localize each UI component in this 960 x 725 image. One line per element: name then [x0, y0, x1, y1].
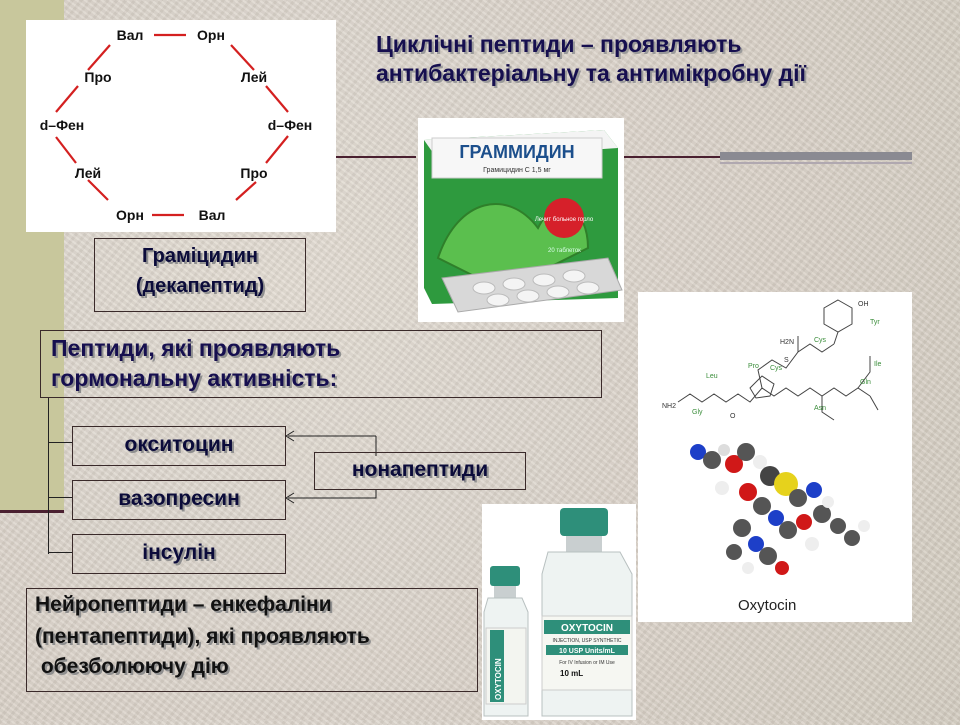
oxytocin-structure-figure: OH Tyr Cys Ile Cys Pro Leu Gly Gln Asn N… — [638, 292, 912, 622]
neuropeptide-box: Нейропептиди – енкефаліни (пентапептиди)… — [26, 588, 478, 692]
structure-label: Cys — [814, 337, 827, 344]
residue-label: Вал — [117, 27, 144, 43]
structure-label: Leu — [706, 373, 718, 380]
vials-illustration: OXYTOCIN INJECTION, USP SYNTHETIC 10 USP… — [483, 508, 633, 717]
nonapeptide-bracket — [285, 430, 377, 504]
vasopressin-item-box: вазопресин — [72, 480, 286, 520]
cyclic-peptides-headline: Циклічні пептиди – проявляють антибактер… — [376, 31, 806, 86]
insulin-label: інсулін — [142, 541, 216, 564]
atom-label: H2N — [780, 339, 794, 346]
gramicidin-caption-line-2: (декапептид) — [135, 275, 265, 297]
gramicidin-caption-box: Граміцидин (декапептид) — [94, 238, 306, 312]
package-count-text: 20 таблеток — [548, 248, 581, 254]
cyclic-peptide-diagram: Вал Орн Лей d–Фен Про Вал Орн Лей d–Фен … — [40, 27, 313, 223]
hormone-heading-line-2: гормональну активність: — [51, 365, 338, 391]
structure-label: OH — [858, 301, 869, 308]
structure-label: Asn — [814, 405, 826, 412]
gramidin-box-illustration: ГРАММИДИН Грамицидин С 1,5 мг Лечит боль… — [424, 130, 623, 313]
hormone-peptides-heading-box: Пептиди, які проявляють гормональну акти… — [40, 330, 602, 398]
package-badge-text: Лечит больное горло — [535, 217, 594, 223]
residue-label: Орн — [116, 207, 144, 223]
residue-label: Орн — [197, 27, 225, 43]
large-vial-units: 10 USP Units/mL — [559, 648, 616, 655]
oxytocin-molecule-illustration: OH Tyr Cys Ile Cys Pro Leu Gly Gln Asn N… — [662, 299, 882, 614]
oxytocin-label: окситоцин — [124, 433, 234, 456]
large-vial-route: For IV Infusion or IM Use — [559, 660, 615, 666]
oxytocin-item-box: окситоцин — [72, 426, 286, 466]
neuropeptide-line-2: (пентапептиди), які проявляють — [35, 625, 370, 648]
nonapeptide-box: нонапептиди — [314, 452, 526, 490]
small-vial-label: OXYTOCIN — [494, 658, 503, 700]
residue-label: Лей — [75, 165, 101, 181]
structure-label: Ile — [874, 361, 882, 368]
package-brand-text: ГРАММИДИН — [459, 142, 574, 162]
tree-connector — [48, 398, 49, 554]
large-vial-sub: INJECTION, USP SYNTHETIC — [552, 638, 621, 644]
vasopressin-label: вазопресин — [118, 487, 240, 510]
neuropeptide-line-3: обезболюючу дію — [35, 655, 229, 678]
gramicidin-structure-panel: Вал Орн Лей d–Фен Про Вал Орн Лей d–Фен … — [26, 20, 336, 232]
structure-label: Gly — [692, 409, 703, 416]
large-vial-volume: 10 mL — [560, 669, 583, 678]
insulin-item-box: інсулін — [72, 534, 286, 574]
separator-line — [330, 156, 416, 158]
structure-label: Gln — [860, 379, 871, 386]
separator-line — [622, 156, 720, 158]
tree-connector — [48, 497, 72, 498]
structure-label: Tyr — [870, 319, 880, 326]
separator-line — [0, 510, 64, 513]
hormone-heading-line-1: Пептиди, які проявляють — [51, 335, 341, 361]
separator-line — [720, 162, 912, 164]
atom-label: S — [784, 357, 789, 364]
atom-label: O — [730, 413, 736, 420]
residue-label: d–Фен — [268, 117, 313, 133]
gramidin-package-photo: ГРАММИДИН Грамицидин С 1,5 мг Лечит боль… — [418, 118, 624, 322]
residue-label: Лей — [241, 69, 267, 85]
atom-label: NH2 — [662, 403, 676, 410]
structure-label: Cys — [770, 365, 783, 372]
residue-label: d–Фен — [40, 117, 85, 133]
residue-label: Про — [84, 69, 111, 85]
residue-label: Про — [240, 165, 267, 181]
oxytocin-caption: Oxytocin — [738, 597, 796, 614]
structure-label: Pro — [748, 363, 759, 370]
large-vial-label: OXYTOCIN — [561, 623, 613, 634]
oxytocin-vials-photo: OXYTOCIN INJECTION, USP SYNTHETIC 10 USP… — [482, 504, 636, 720]
nonapeptide-label: нонапептиди — [351, 458, 489, 481]
tree-connector — [48, 442, 72, 443]
tree-connector — [48, 552, 72, 553]
gramicidin-caption-line-1: Граміцидин — [142, 245, 258, 267]
residue-label: Вал — [199, 207, 226, 223]
package-dose-text: Грамицидин С 1,5 мг — [483, 167, 551, 174]
separator-line — [720, 152, 912, 160]
neuropeptide-line-1: Нейропептиди – енкефаліни — [35, 593, 332, 616]
